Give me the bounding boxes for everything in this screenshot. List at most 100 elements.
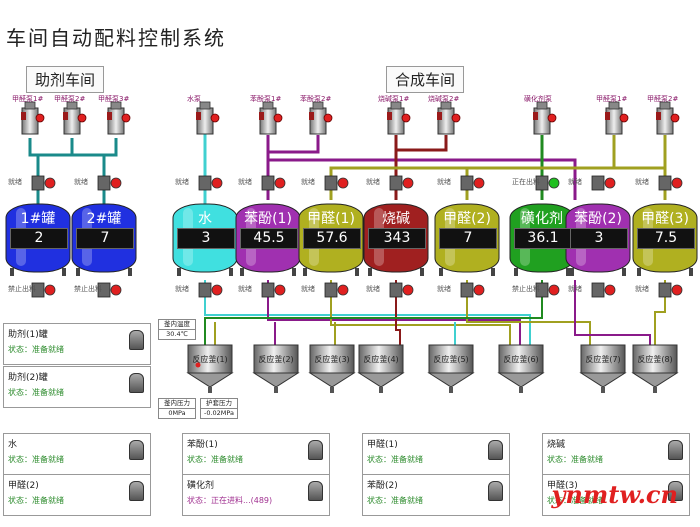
status-card[interactable]: 甲醛(2)状态：准备就绪 (3, 474, 151, 516)
status-card-status: 状态：准备就绪 (8, 345, 64, 354)
inlet-valve-status: 就绪 (301, 178, 315, 186)
tank-name: 甲醛(2) (443, 211, 491, 227)
reactor-7[interactable] (579, 344, 627, 393)
tank-level-display: 7 (439, 228, 497, 249)
inlet-valve-status: 就绪 (8, 178, 22, 186)
pump-label: 烧碱泵1# (378, 95, 410, 103)
status-card-title: 苯酚(1) (187, 440, 218, 450)
pump-label: 甲醛泵2# (647, 95, 679, 103)
pump-label: 烧碱泵2# (428, 95, 460, 103)
alarm-bell-icon[interactable] (308, 440, 323, 460)
reactor-label: 反应釜(8) (637, 355, 673, 364)
inlet-valve-status: 就绪 (437, 178, 451, 186)
tank-name: 苯酚(1) (244, 211, 292, 227)
pump-7[interactable] (387, 101, 411, 135)
outlet-valve-status: 就绪 (635, 285, 649, 293)
status-card-title: 烧碱 (547, 440, 566, 450)
tank-level-display: 45.5 (240, 228, 298, 249)
status-card[interactable]: 甲醛(3) 状态：准备就绪 (542, 474, 690, 516)
reactor-4[interactable] (357, 344, 405, 393)
tank-level-display: 57.6 (303, 228, 361, 249)
pump-5[interactable] (259, 101, 283, 135)
outlet-valve-status: 就绪 (238, 285, 252, 293)
status-card[interactable]: 助剂(2)罐状态：准备就绪 (3, 366, 151, 408)
tank-level-display: 7.5 (637, 228, 695, 249)
outlet-valve-status: 就绪 (301, 285, 315, 293)
status-card-status: 状态：准备就绪 (547, 496, 603, 505)
alarm-bell-icon[interactable] (129, 373, 144, 393)
pump-label: 苯酚泵2# (300, 95, 332, 103)
status-card[interactable]: 苯酚(1) 状态：准备就绪 (182, 433, 330, 475)
alarm-bell-icon[interactable] (129, 440, 144, 460)
reactor-5[interactable] (427, 344, 475, 393)
tank-level-display: 2 (10, 228, 68, 249)
pump-4[interactable] (196, 101, 220, 135)
pump-2[interactable] (63, 101, 87, 135)
reactor-3[interactable] (308, 344, 356, 393)
alarm-bell-icon[interactable] (129, 481, 144, 501)
tank-1[interactable] (5, 175, 71, 298)
outlet-valve-status: 禁止出料 (74, 285, 102, 293)
reactor-label: 反应釜(7) (585, 355, 621, 364)
pump-3[interactable] (107, 101, 131, 135)
status-card[interactable]: 水状态：准备就绪 (3, 433, 151, 475)
tank-name: 水 (198, 211, 212, 227)
alarm-bell-icon[interactable] (488, 481, 503, 501)
reactor-2[interactable] (252, 344, 300, 393)
status-card-title: 助剂(2)罐 (8, 373, 48, 383)
alarm-bell-icon[interactable] (668, 440, 683, 460)
temp-value: 30.4℃ (158, 329, 196, 340)
alarm-bell-icon[interactable] (129, 330, 144, 350)
pump-9[interactable] (533, 101, 557, 135)
outlet-valve-status: 就绪 (366, 285, 380, 293)
alarm-bell-icon[interactable] (488, 440, 503, 460)
reactor-1[interactable] (186, 344, 234, 393)
inlet-valve-status: 就绪 (175, 178, 189, 186)
tank-level-display: 343 (368, 228, 426, 249)
status-card-title: 甲醛(3) (547, 481, 578, 491)
reactor-6[interactable] (497, 344, 545, 393)
status-card[interactable]: 苯酚(2)状态：准备就绪 (362, 474, 510, 516)
outlet-valve-status: 禁止出料 (512, 285, 540, 293)
tank-name: 甲醛(1) (307, 211, 355, 227)
reactor-label: 反应釜(2) (258, 355, 294, 364)
section-aux-workshop: 助剂车间 (26, 66, 105, 93)
status-card-title: 水 (8, 440, 18, 450)
pressure-value: 0MPa (158, 408, 196, 419)
status-card[interactable]: 磺化剂状态：正在进料...(489) (182, 474, 330, 516)
inlet-valve-status: 就绪 (366, 178, 380, 186)
status-card[interactable]: 助剂(1)罐状态：准备就绪 (3, 323, 151, 365)
pump-11[interactable] (656, 101, 680, 135)
tank-name: 2#罐 (86, 211, 122, 227)
pump-label: 磺化剂泵 (524, 95, 552, 103)
outlet-valve-status: 就绪 (175, 285, 189, 293)
pump-8[interactable] (437, 101, 461, 135)
pump-label: 甲醛泵1# (12, 95, 44, 103)
inlet-valve-status: 就绪 (74, 178, 88, 186)
pump-1[interactable] (21, 101, 45, 135)
section-synthesis-workshop: 合成车间 (386, 66, 465, 93)
status-card[interactable]: 甲醛(1)状态：准备就绪 (362, 433, 510, 475)
alarm-bell-icon[interactable] (308, 481, 323, 501)
reactor-label: 反应釜(3) (314, 355, 350, 364)
pump-label: 水泵 (187, 95, 201, 103)
status-card-status: 状态：准备就绪 (8, 388, 64, 397)
jacket-value: -0.02MPa (200, 408, 238, 419)
tank-level-display: 3 (570, 228, 628, 249)
status-card-status: 状态：准备就绪 (367, 496, 423, 505)
status-card-status: 状态：正在进料...(489) (187, 496, 273, 505)
reactor-label: 反应釜(6) (503, 355, 539, 364)
tank-name: 1#罐 (20, 211, 56, 227)
pump-10[interactable] (605, 101, 629, 135)
status-card-title: 磺化剂 (187, 481, 215, 491)
pump-6[interactable] (309, 101, 333, 135)
alarm-bell-icon[interactable] (668, 481, 683, 501)
outlet-valve-status: 就绪 (437, 285, 451, 293)
reactor-8[interactable] (631, 344, 679, 393)
status-card-status: 状态：准备就绪 (187, 455, 243, 464)
status-card[interactable]: 烧碱状态：准备就绪 (542, 433, 690, 475)
tank-name: 甲醛(3) (641, 211, 689, 227)
reactor-label: 反应釜(5) (433, 355, 469, 364)
pump-label: 苯酚泵1# (250, 95, 282, 103)
inlet-valve-status: 就绪 (568, 178, 582, 186)
